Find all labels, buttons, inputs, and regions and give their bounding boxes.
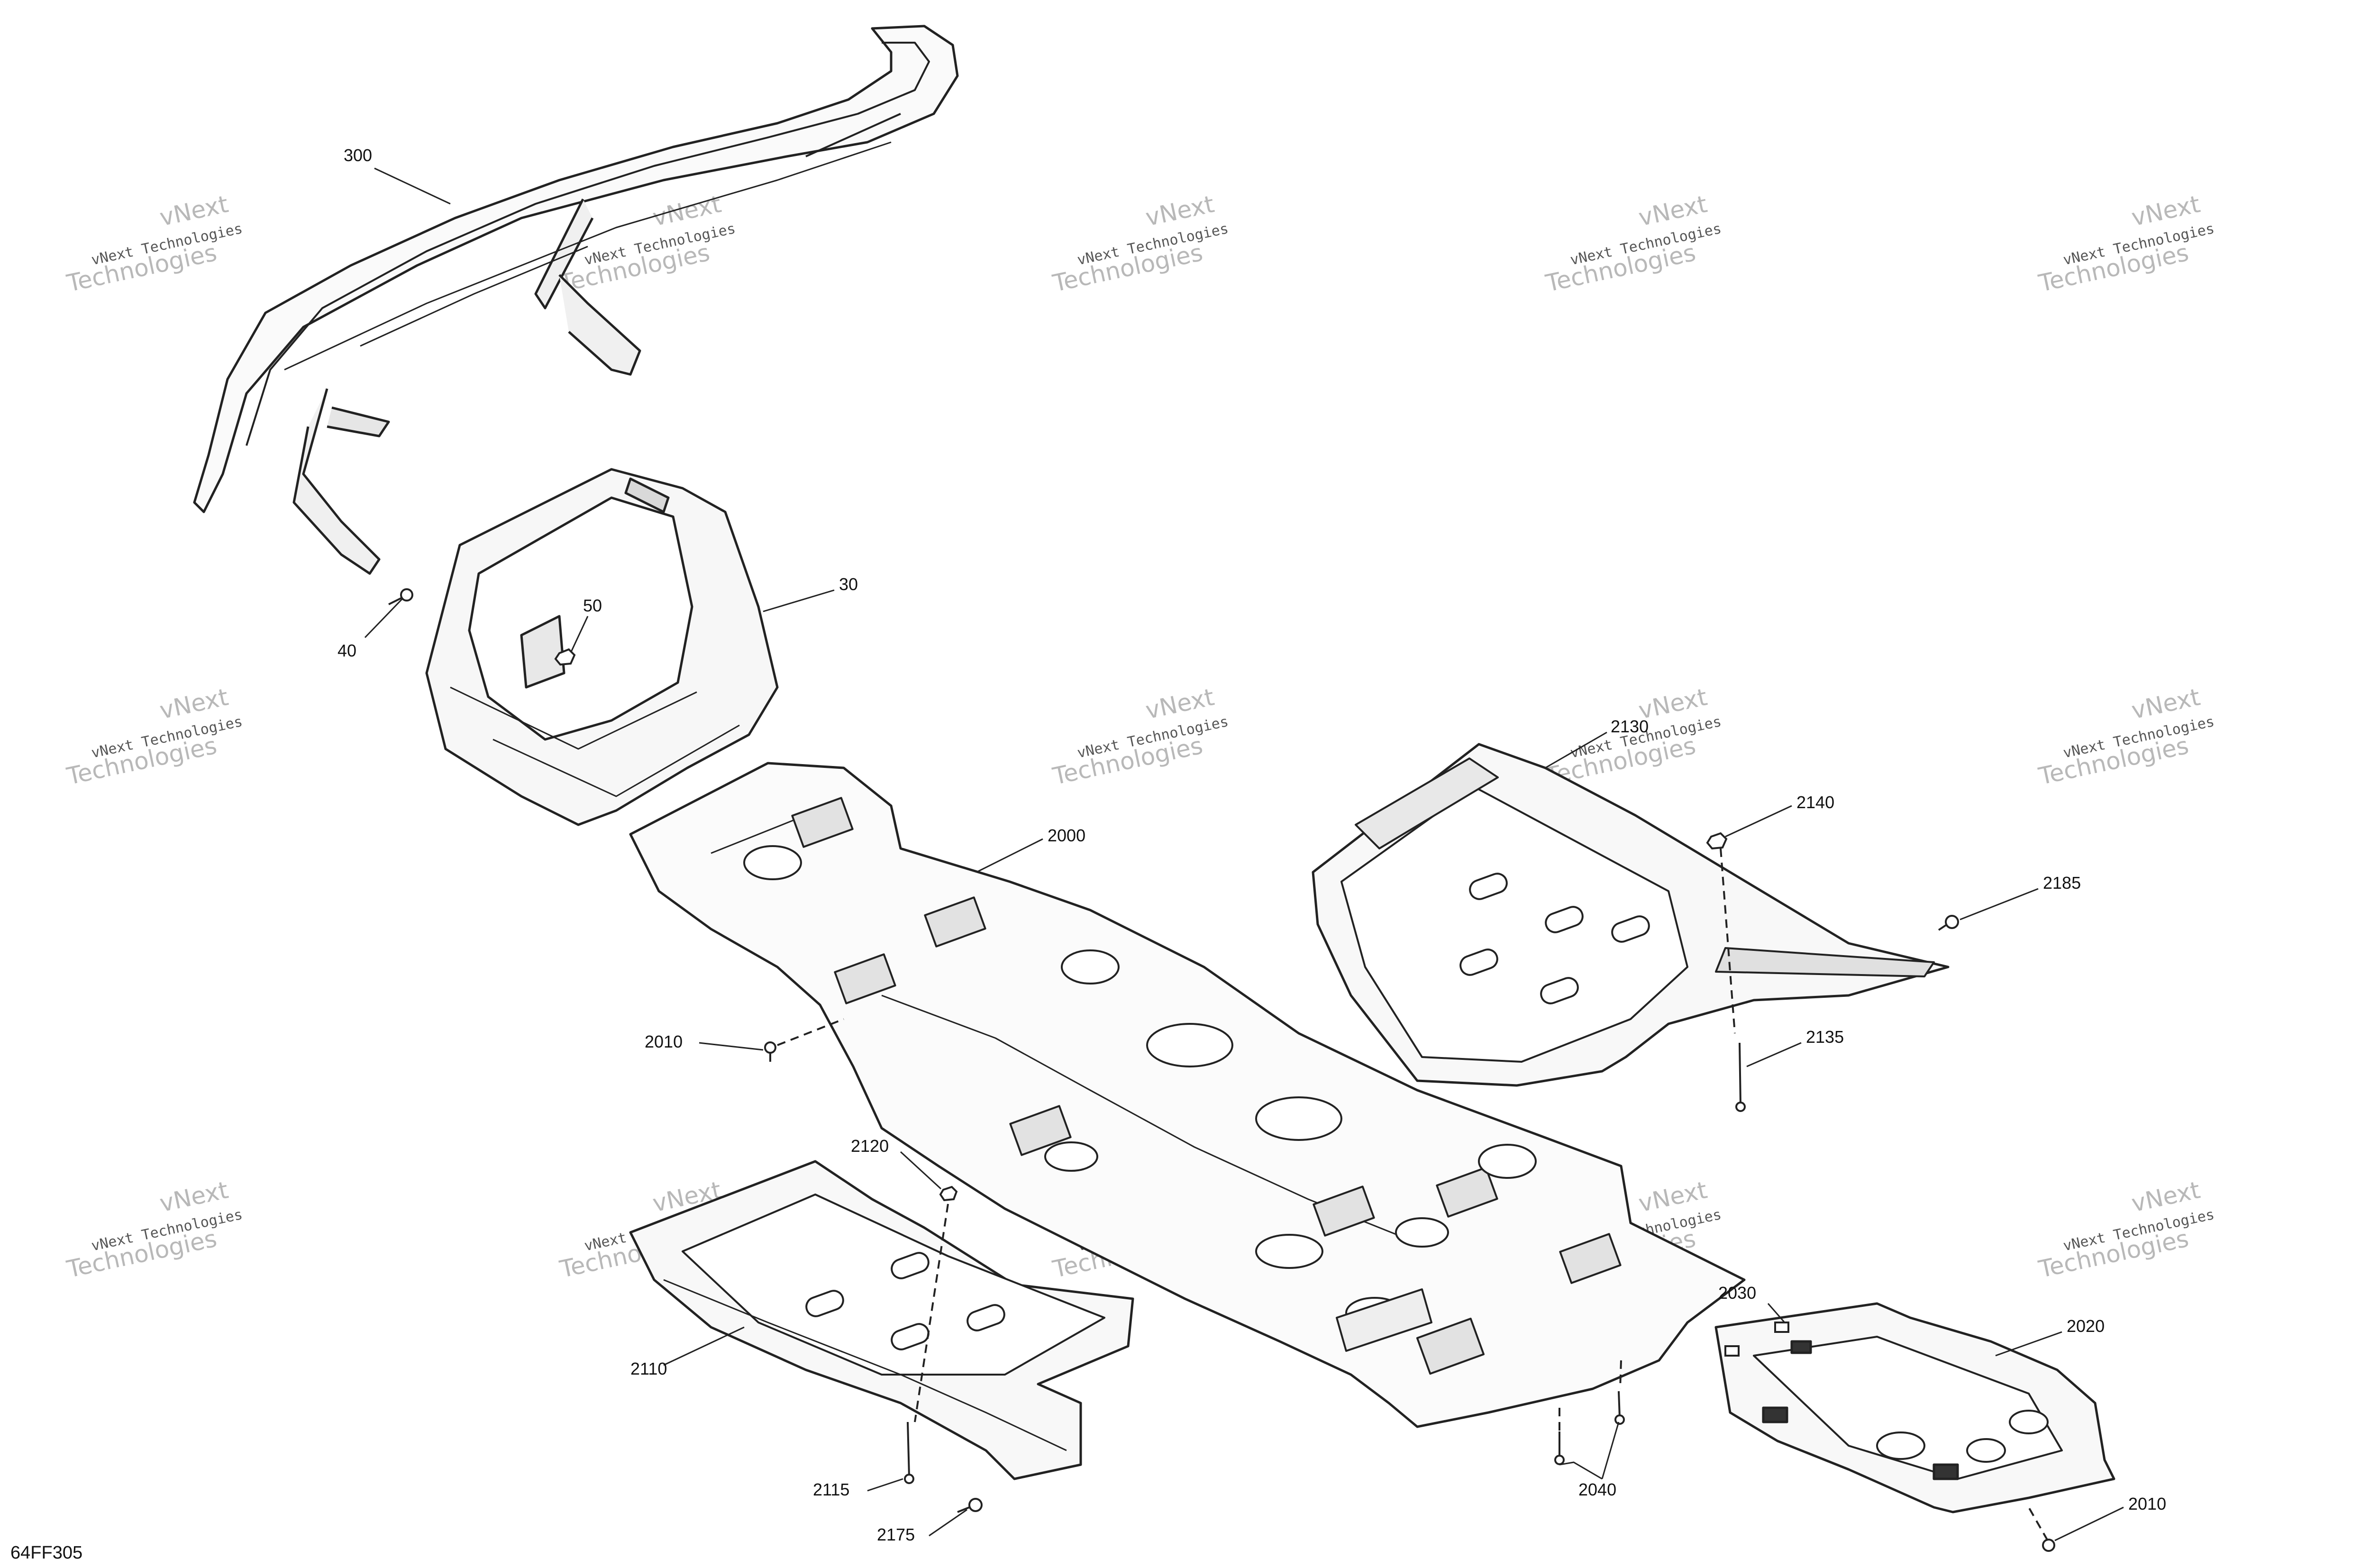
nut-2140 [1706,832,1728,850]
callout-50: 50 [583,596,602,615]
bolts-2040 [1554,1391,1625,1465]
callout-2175: 2175 [877,1525,915,1544]
part-2000-skid-plate [629,762,1746,1428]
callout-2010-b: 2010 [2128,1494,2166,1513]
callout-2120: 2120 [851,1136,889,1156]
callout-2185: 2185 [2043,873,2081,893]
leader-lines [364,167,2124,1541]
callout-2110: 2110 [630,1359,667,1378]
callout-2130: 2130 [1611,717,1649,736]
bolt-2115 [904,1422,914,1484]
callout-2010-a: 2010 [645,1032,683,1051]
part-2130-side-skid-upper [1312,743,1950,1087]
callout-300: 300 [344,146,372,165]
nut-50 [554,648,576,666]
callout-2135: 2135 [1806,1027,1844,1047]
callout-2115: 2115 [813,1480,849,1499]
bolt-2135 [1735,1042,1746,1112]
part-2020-front-skid [1714,1302,2115,1513]
fastener-40 [388,588,413,605]
part-30-rear-panel [425,468,779,826]
assembly-lines [777,848,2049,1541]
hardware-layer [388,588,2055,1552]
part-300-bumper [193,25,959,575]
fastener-2010b [2042,1539,2055,1552]
drawing-code: 64FF305 [10,1543,82,1563]
part-2110-side-skid-lower [629,1160,1134,1480]
fastener-2185 [1938,915,1959,931]
callout-2040: 2040 [1578,1480,1616,1499]
callout-2020: 2020 [2067,1316,2105,1336]
bolt-2010a [764,1041,776,1062]
callout-2000: 2000 [1048,826,1085,845]
callout-2140: 2140 [1796,793,1834,812]
callout-40: 40 [337,641,356,660]
callout-2030: 2030 [1718,1283,1756,1303]
bolt-2175 [957,1498,983,1513]
clips-2030 [1724,1322,1789,1357]
callout-30: 30 [839,574,858,594]
callout-labels: 300 40 50 30 2130 2140 2185 2135 2000 20… [337,146,2166,1544]
nut-2120 [939,1185,958,1202]
